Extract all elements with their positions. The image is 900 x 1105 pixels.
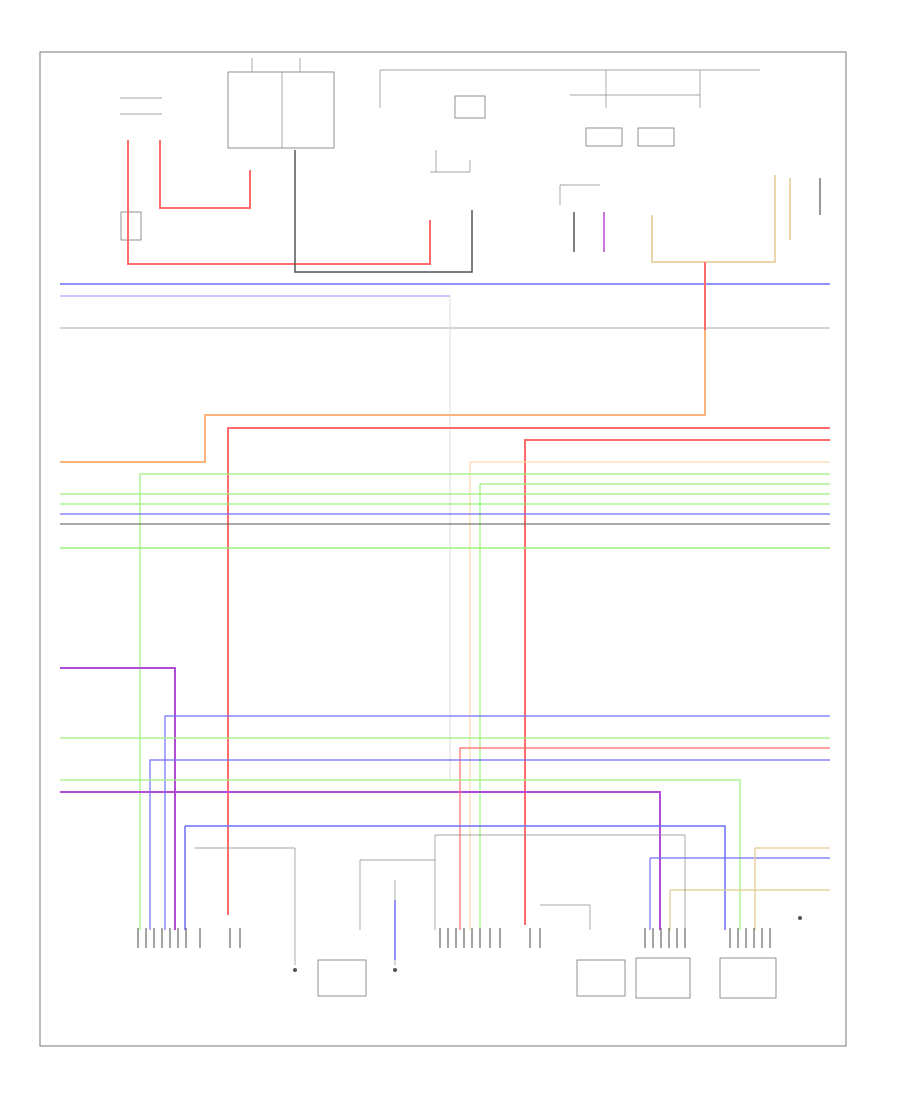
relay-right — [576, 959, 626, 997]
ground-point-right — [798, 916, 802, 920]
connector-pins — [137, 928, 771, 948]
wire-gray-top — [294, 150, 473, 273]
wire-red-top-inner — [159, 140, 251, 209]
wire-orange — [60, 330, 706, 463]
ground-point-left — [293, 968, 297, 972]
fuse-relay-block — [227, 71, 335, 149]
top-section — [120, 58, 821, 273]
switch-box-a — [454, 95, 486, 119]
wire-red-top-loop — [127, 140, 431, 265]
wire-red-2 — [524, 439, 830, 925]
bottom-components — [195, 834, 802, 999]
wire-violet-1 — [60, 667, 176, 930]
wire-red-1 — [227, 427, 830, 915]
module-left-bottom — [635, 957, 691, 999]
wire-green-1 — [139, 473, 830, 930]
module-right-bottom — [719, 957, 777, 999]
relay-left — [317, 959, 367, 997]
wire-violet-2 — [60, 791, 661, 930]
diagram-frame — [39, 51, 847, 1047]
module-b — [637, 127, 675, 147]
wire-tan-top — [651, 175, 776, 263]
left-relay-box — [120, 211, 142, 241]
bus-wires — [60, 262, 830, 930]
module-a — [585, 127, 623, 147]
ground-point-mid — [393, 968, 397, 972]
